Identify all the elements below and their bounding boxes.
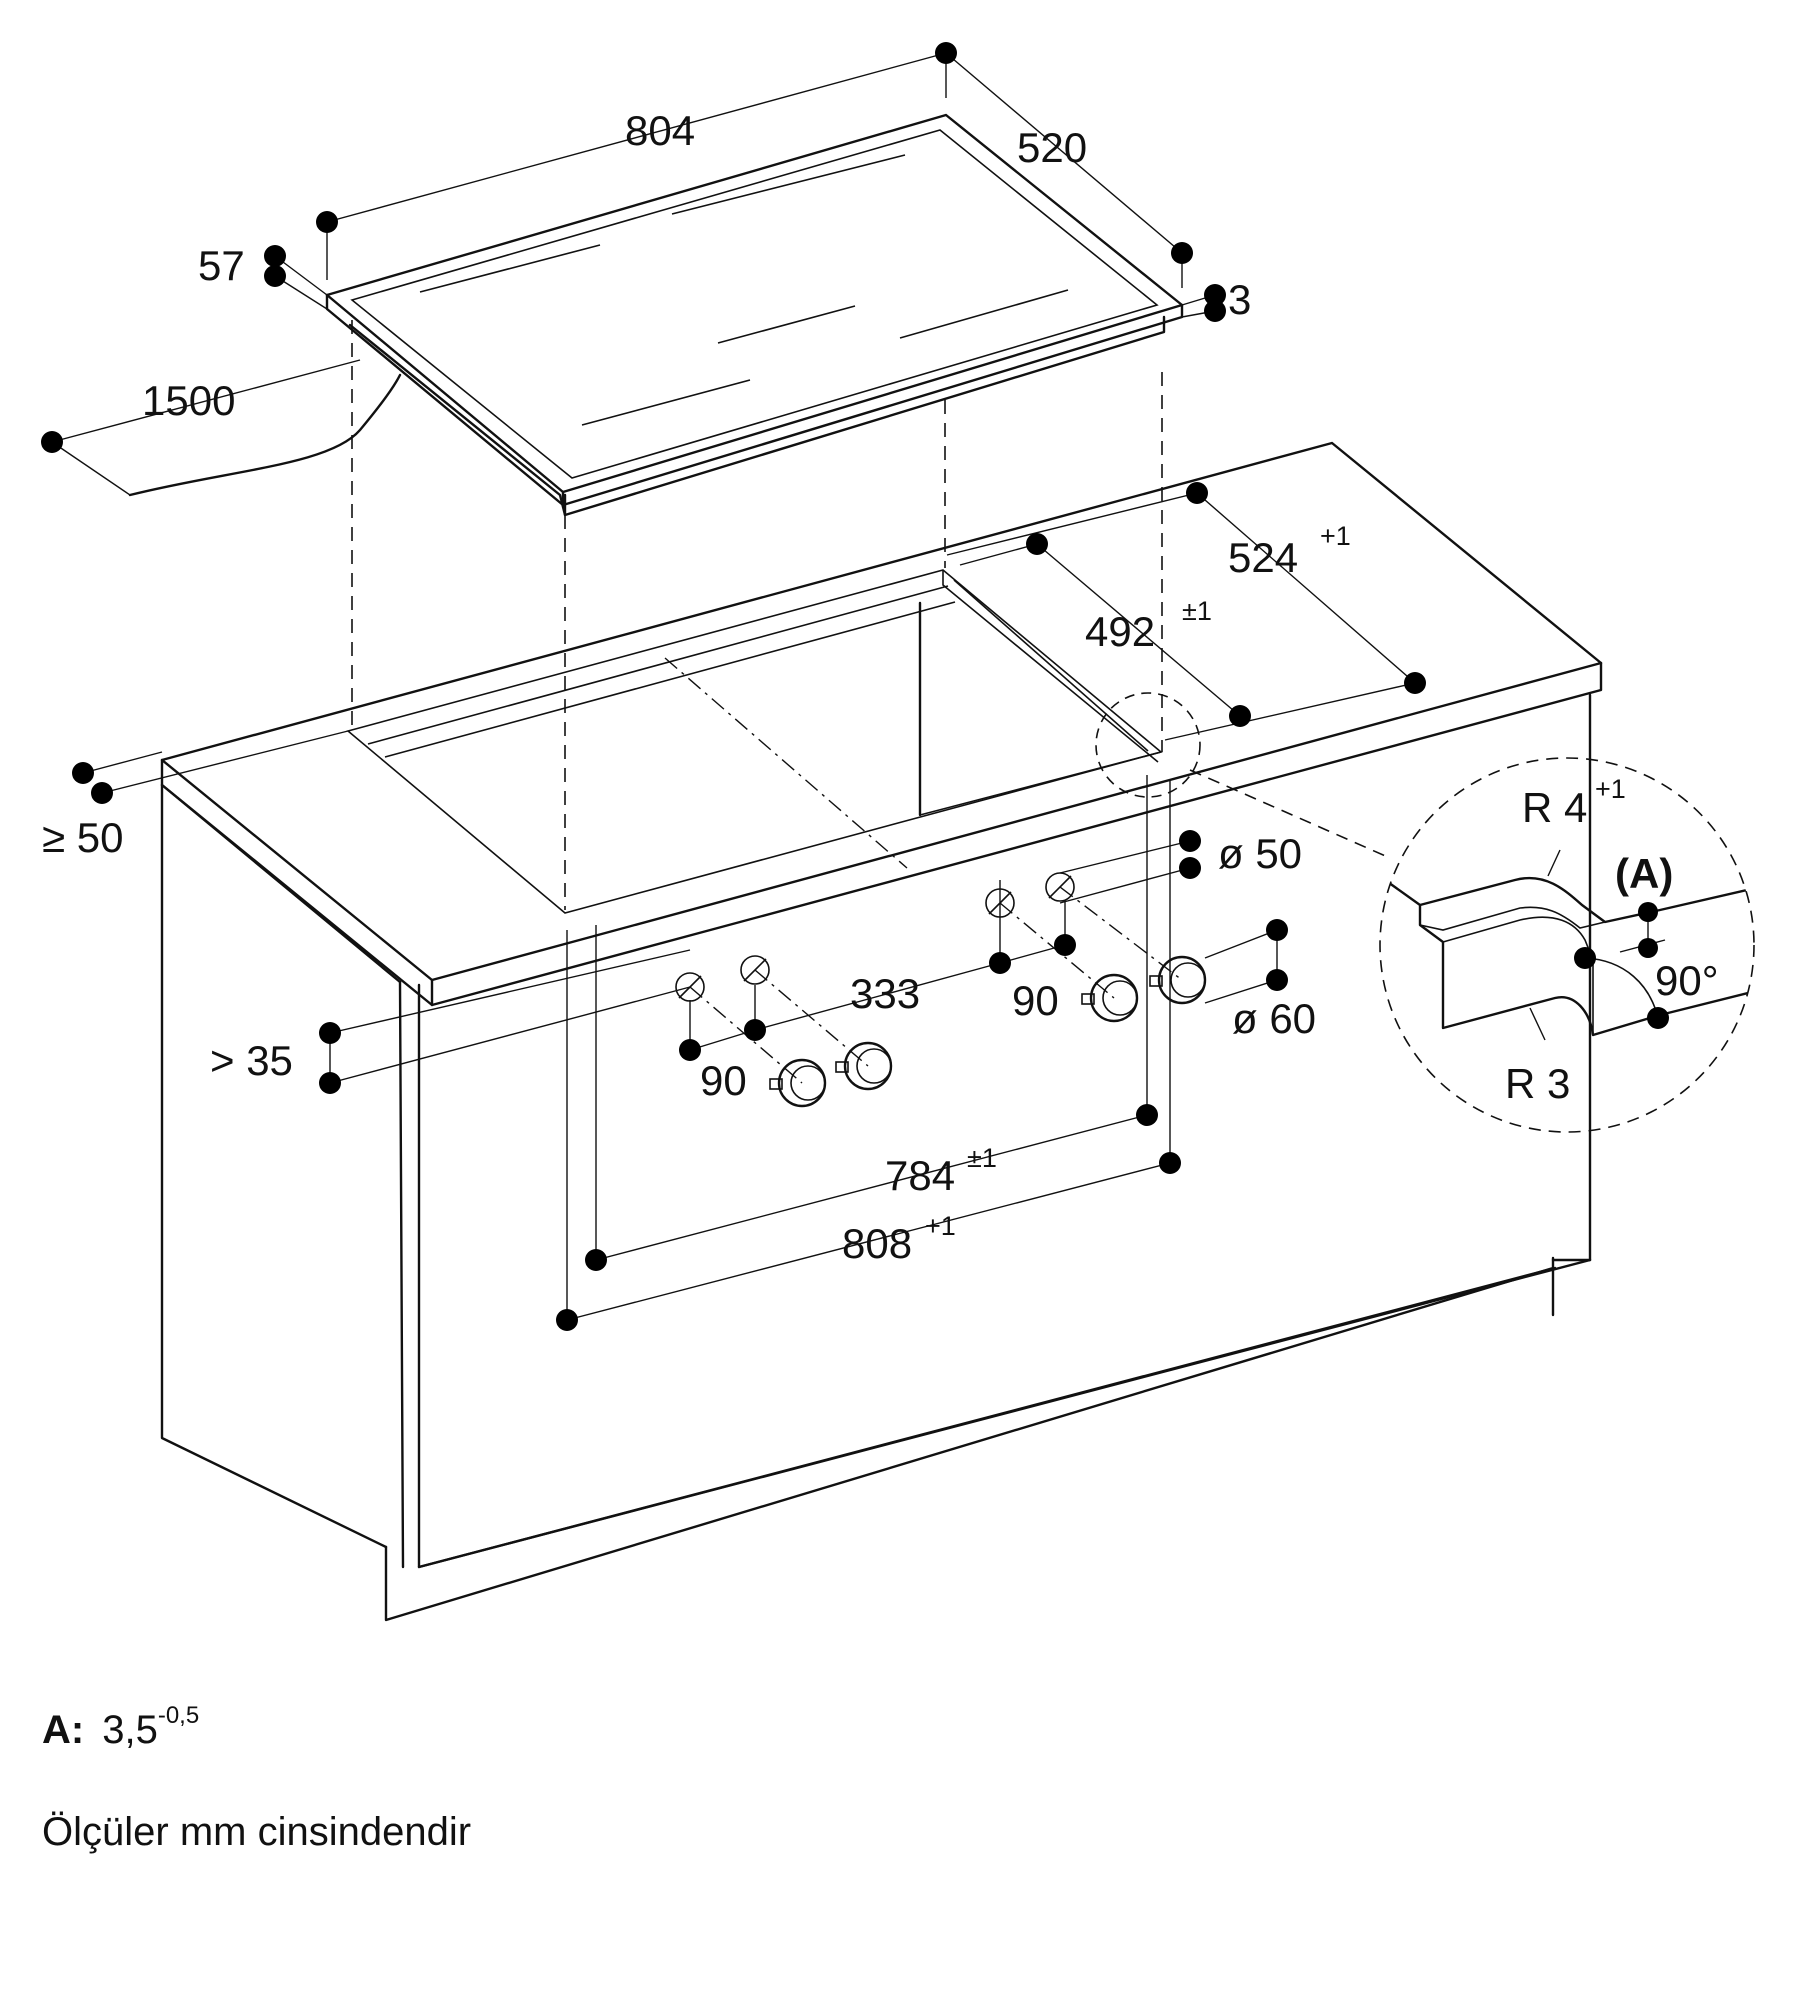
label-depth: 520 xyxy=(1017,124,1087,171)
label-cutout-width-inner-tol: ±1 xyxy=(967,1143,997,1173)
label-cutout-width-inner: 784 xyxy=(885,1152,955,1199)
label-cutout-depth-outer: 524 xyxy=(1228,534,1298,581)
label-cutout-width-outer: 808 xyxy=(842,1220,912,1267)
label-knob-spacing: 333 xyxy=(850,970,920,1017)
label-cutout-depth-inner-tol: ±1 xyxy=(1182,596,1212,626)
note-a-key: A: xyxy=(42,1708,85,1752)
dimension-labels: 804 520 57 3 1500 524 +1 492 ±1 ≥ 50 > 3… xyxy=(42,107,1719,1267)
label-knob-offset-right: 90 xyxy=(1012,977,1059,1024)
detail-callout xyxy=(1095,692,1755,1133)
label-frame: 3 xyxy=(1228,276,1251,323)
label-cutout-width-outer-tol: +1 xyxy=(925,1211,956,1241)
label-radius-bottom: R 3 xyxy=(1505,1060,1570,1107)
label-detail-a: (A) xyxy=(1615,850,1673,897)
worktop xyxy=(160,441,1603,1007)
label-height: 57 xyxy=(198,242,245,289)
label-cable: 1500 xyxy=(142,377,235,424)
label-radius-top: R 4 xyxy=(1522,784,1587,831)
label-cutout-depth-inner: 492 xyxy=(1085,608,1155,655)
knob-2 xyxy=(740,955,893,1091)
knob-1 xyxy=(675,972,827,1108)
note-a-tolerance: -0,5 xyxy=(157,1702,200,1729)
note-a: A: 3,5-0,5 xyxy=(42,1702,199,1753)
label-wall-min: > 35 xyxy=(210,1037,293,1084)
cabinet xyxy=(160,693,1592,1622)
note-a-value: 3,5 xyxy=(102,1708,158,1752)
dimension-dots xyxy=(41,42,1426,1331)
label-width: 804 xyxy=(625,107,695,154)
dimension-lines xyxy=(51,52,1416,1321)
units-note: Ölçüler mm cinsindendir xyxy=(42,1810,472,1854)
label-radius-top-tol: +1 xyxy=(1595,774,1626,804)
label-cutout-depth-outer-tol: +1 xyxy=(1320,521,1351,551)
label-knob-clearance-dia: ø 60 xyxy=(1232,995,1316,1042)
label-front-edge-min: ≥ 50 xyxy=(42,814,123,861)
label-angle: 90° xyxy=(1655,957,1719,1004)
label-knob-hole-dia: ø 50 xyxy=(1218,830,1302,877)
hob xyxy=(128,113,1184,910)
label-knob-offset-left: 90 xyxy=(700,1057,747,1104)
